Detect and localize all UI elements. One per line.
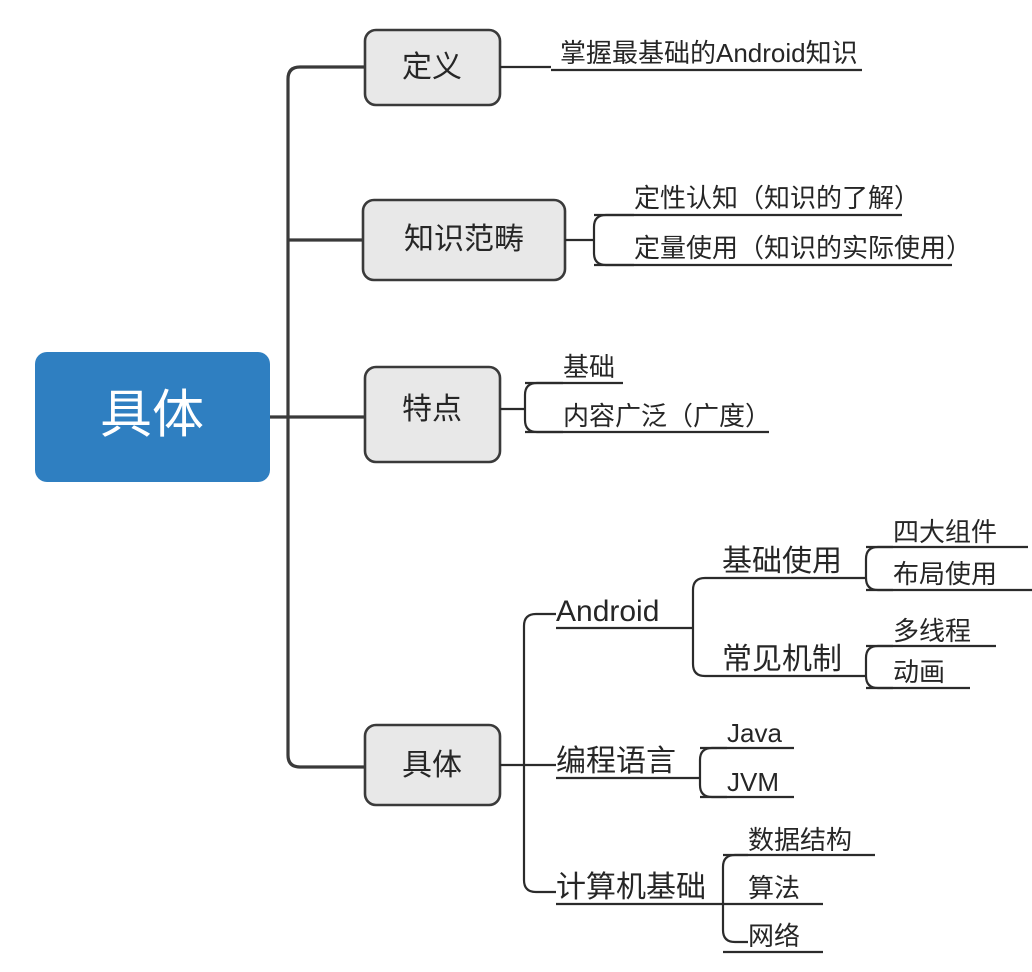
subbranch-computer-fundamentals-hitarea[interactable]	[556, 870, 716, 908]
leaf-features-1-label: 内容广泛（广度）	[563, 401, 771, 431]
root-node-box[interactable]	[35, 352, 270, 482]
leaf-knowledge-scope-1-hitarea[interactable]	[634, 232, 952, 266]
branch-node-concrete-label: 具体	[402, 749, 462, 782]
leaf-jvm[interactable]: JVM	[700, 767, 794, 799]
subbranch-programming-language-hitarea[interactable]	[556, 744, 686, 782]
leaf-features-1[interactable]: 内容广泛（广度）	[525, 400, 771, 434]
bracket-knowledge-scope	[592, 213, 634, 267]
branch-node-features-box[interactable]	[363, 365, 502, 464]
branch-node-knowledge-scope[interactable]: 知识范畴	[361, 198, 567, 282]
leaf-knowledge-scope-0-label: 定性认知（知识的了解）	[634, 183, 920, 213]
leaf-java-hitarea[interactable]	[727, 718, 794, 750]
subbranch-computer-fundamentals[interactable]: 计算机基础	[556, 870, 716, 908]
leaf-layout-usage-label: 布局使用	[893, 559, 997, 589]
leaf-layout-usage[interactable]: 布局使用	[866, 559, 1032, 592]
branch-node-definition-label: 定义	[402, 51, 462, 84]
leaf-knowledge-scope-0[interactable]: 定性认知（知识的了解）	[594, 182, 920, 217]
leaf-animation-label: 动画	[893, 657, 945, 687]
bracket-common-mechanisms	[864, 644, 893, 690]
leaf-four-components[interactable]: 四大组件	[866, 517, 1028, 549]
bracket-android	[691, 576, 722, 678]
leaf-data-structures[interactable]: 数据结构	[723, 825, 875, 857]
leaf-network-hitarea[interactable]	[748, 921, 823, 953]
leaf-definition-0[interactable]: 掌握最基础的Android知识	[551, 34, 862, 72]
branch-node-definition[interactable]: 定义	[363, 28, 502, 107]
leaf-definition-0-label: 掌握最基础的Android知识	[560, 38, 858, 68]
subbranch-programming-language[interactable]: 编程语言	[556, 744, 686, 782]
subbranch-basic-usage-hitarea[interactable]	[722, 544, 852, 582]
root-node-label: 具体	[100, 387, 204, 445]
leaf-four-components-hitarea[interactable]	[893, 517, 1028, 549]
leaf-features-0-label: 基础	[563, 352, 615, 382]
leaf-definition-0-hitarea[interactable]	[551, 34, 862, 70]
leaf-java[interactable]: Java	[700, 718, 794, 750]
bracket-concrete	[522, 612, 556, 894]
leaf-algorithms[interactable]: 算法	[723, 873, 823, 906]
leaf-knowledge-scope-1-label: 定量使用（知识的实际使用）	[634, 233, 972, 263]
subbranch-android[interactable]: Android	[556, 594, 676, 632]
subbranch-common-mechanisms-label: 常见机制	[722, 643, 842, 676]
subbranch-common-mechanisms[interactable]: 常见机制	[722, 642, 852, 680]
leaf-animation[interactable]: 动画	[866, 657, 970, 690]
bracket-basic-usage	[864, 545, 893, 592]
leaf-data-structures-hitarea[interactable]	[748, 825, 875, 857]
leaf-layout-usage-hitarea[interactable]	[893, 559, 1032, 591]
leaf-jvm-hitarea[interactable]	[727, 767, 794, 799]
branch-node-features-label: 特点	[402, 393, 462, 426]
leaf-data-structures-label: 数据结构	[748, 825, 852, 855]
subbranch-basic-usage[interactable]: 基础使用	[722, 544, 852, 582]
branch-node-features[interactable]: 特点	[363, 365, 502, 464]
leaf-four-components-label: 四大组件	[893, 517, 997, 547]
bracket-features	[523, 381, 563, 434]
leaf-java-label: Java	[727, 718, 782, 748]
leaf-features-0-hitarea[interactable]	[563, 351, 623, 385]
leaf-knowledge-scope-1[interactable]: 定量使用（知识的实际使用）	[594, 232, 972, 267]
leaf-network[interactable]: 网络	[723, 921, 823, 954]
subbranch-basic-usage-label: 基础使用	[722, 545, 842, 578]
root-node[interactable]: 具体	[35, 352, 270, 482]
subbranch-common-mechanisms-hitarea[interactable]	[722, 642, 852, 680]
leaf-algorithms-hitarea[interactable]	[748, 873, 823, 905]
subbranch-android-hitarea[interactable]	[556, 594, 676, 632]
leaf-jvm-label: JVM	[727, 767, 779, 797]
subbranch-programming-language-label: 编程语言	[556, 745, 676, 778]
leaf-multithreading[interactable]: 多线程	[866, 616, 996, 648]
leaf-features-0[interactable]: 基础	[525, 351, 623, 385]
leaf-animation-hitarea[interactable]	[893, 657, 970, 689]
branch-node-knowledge-scope-label: 知识范畴	[404, 223, 524, 256]
leaf-multithreading-hitarea[interactable]	[893, 616, 996, 648]
bracket-programming-language	[698, 746, 727, 799]
leaf-network-label: 网络	[748, 921, 800, 951]
branch-node-concrete[interactable]: 具体	[363, 723, 502, 807]
leaf-features-1-hitarea[interactable]	[563, 400, 769, 434]
bracket-computer-fundamentals	[721, 853, 748, 944]
subbranch-computer-fundamentals-label: 计算机基础	[556, 871, 706, 904]
leaf-knowledge-scope-0-hitarea[interactable]	[634, 182, 902, 216]
leaf-algorithms-label: 算法	[748, 873, 800, 903]
leaf-multithreading-label: 多线程	[893, 616, 971, 646]
subbranch-android-label: Android	[556, 595, 659, 628]
